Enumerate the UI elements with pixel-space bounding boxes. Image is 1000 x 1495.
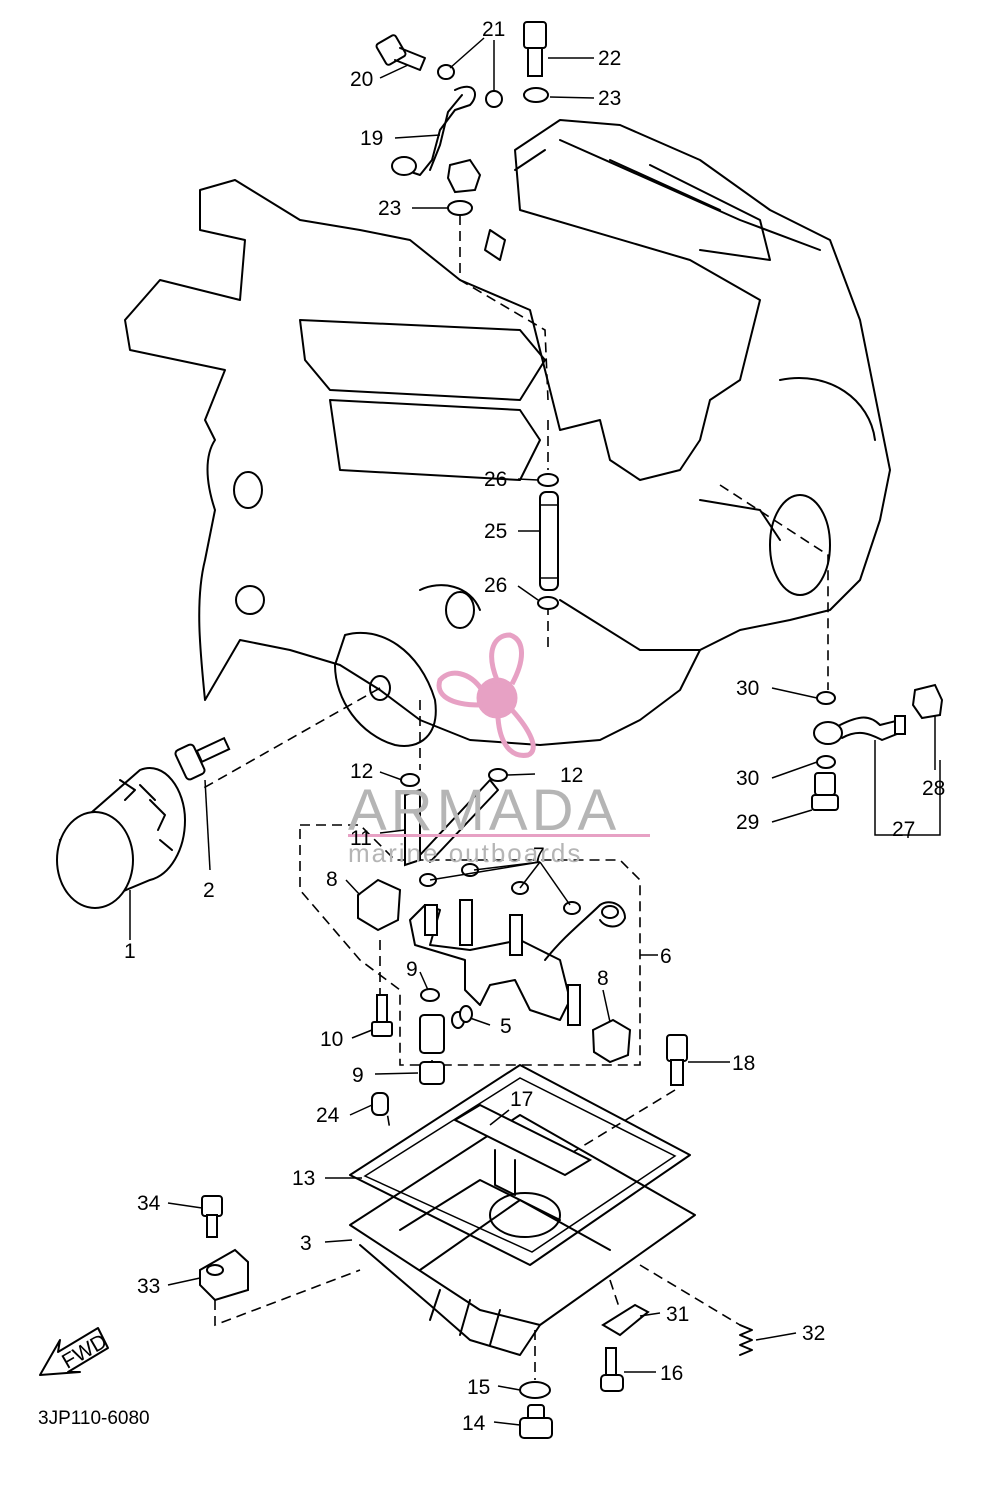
part-14-drain-plug (519, 1404, 553, 1439)
part-30-oring-top (816, 691, 836, 705)
callout-5: 5 (500, 1015, 512, 1038)
part-10-bolt (371, 994, 393, 1037)
callout-1: 1 (124, 940, 136, 963)
brand-name: ARMADA (348, 778, 620, 843)
part-28-cap (911, 683, 944, 720)
part-26-oring-bottom (537, 596, 559, 610)
callout-20: 20 (350, 68, 373, 91)
part-19-oil-pipe (391, 85, 482, 194)
callout-29: 29 (736, 811, 759, 834)
callout-11: 11 (350, 827, 372, 850)
part-18-bolt (666, 1034, 688, 1086)
part-6-oring (420, 988, 440, 1002)
callout-28: 28 (922, 777, 945, 800)
part-31-plate (601, 1303, 650, 1337)
part-8-block-left (357, 878, 402, 932)
part-29-plug (811, 772, 839, 811)
callout-24: 24 (316, 1104, 340, 1127)
part-26-oring-top (537, 473, 559, 487)
fwd-arrow: FWD (39, 1327, 111, 1376)
callout-17: 17 (510, 1088, 533, 1111)
part-1-oil-filter (56, 767, 187, 909)
callout-12-left: 12 (350, 760, 373, 783)
part-24-plug (371, 1092, 389, 1116)
callout-33: 33 (137, 1275, 160, 1298)
callout-25: 25 (484, 520, 507, 543)
part-33-bracket (199, 1248, 249, 1302)
part-32-spring (739, 1324, 753, 1356)
reference-lines (199, 215, 829, 1380)
part-17-baffle (452, 1103, 593, 1196)
engine-block (124, 119, 891, 747)
callout-8-left: 8 (326, 868, 338, 891)
callout-13: 13 (292, 1167, 315, 1190)
part-8-block-right (591, 1018, 632, 1064)
callout-8-right: 8 (597, 967, 609, 990)
callouts: 20 21 22 23 19 23 26 25 26 30 30 28 29 2… (124, 18, 945, 1435)
callout-23-mid: 23 (378, 197, 401, 220)
part-2-fitting (174, 736, 231, 781)
callout-30-top: 30 (736, 677, 759, 700)
callout-26-top: 26 (484, 468, 507, 491)
part-7-orings (419, 863, 581, 915)
brand-underline (348, 834, 650, 837)
callout-31: 31 (666, 1303, 689, 1326)
callout-34: 34 (137, 1192, 161, 1215)
callout-15: 15 (467, 1376, 490, 1399)
part-23-washer-top (523, 87, 549, 103)
strainer-body (419, 1014, 445, 1054)
callout-10: 10 (320, 1028, 343, 1051)
callout-12-right: 12 (560, 764, 583, 787)
part-5-orings (451, 1005, 473, 1029)
diagram-code: 3JP110-6080 (38, 1408, 150, 1429)
callout-2: 2 (203, 879, 215, 902)
callout-4: 6 (660, 945, 672, 968)
callout-18: 18 (732, 1052, 755, 1075)
callout-19: 19 (360, 127, 383, 150)
callout-7: 7 (533, 844, 545, 867)
callout-22: 22 (598, 47, 621, 70)
part-30-oring-bottom (816, 755, 836, 769)
part-4-strainer (409, 899, 626, 1026)
callout-30-bottom: 30 (736, 767, 759, 790)
callout-9-label: 9 (352, 1064, 364, 1087)
part-20-bolt (375, 34, 426, 71)
part-11-pipe (404, 779, 499, 867)
part-34-bolt (201, 1195, 223, 1238)
callout-26-bottom: 26 (484, 574, 507, 597)
callout-23-top: 23 (598, 87, 621, 110)
part-22-bolt (523, 21, 547, 77)
part-25-pipe (539, 491, 559, 591)
callout-21: 21 (482, 18, 505, 41)
part-16-bolt (600, 1347, 624, 1392)
part-27-hose (813, 715, 906, 745)
armada-watermark: ARMADA marine outboards (348, 632, 650, 868)
callout-6: 9 (406, 958, 418, 981)
callout-3: 3 (300, 1232, 312, 1255)
callout-27: 27 (892, 818, 915, 841)
callout-32: 32 (802, 1322, 825, 1345)
leader-lines (129, 37, 941, 1426)
brand-tagline: marine outboards (348, 838, 582, 868)
part-15-washer (519, 1381, 551, 1399)
propeller-logo (436, 632, 536, 758)
part-9-cap (419, 1061, 445, 1085)
part-23-washer-mid (447, 200, 473, 216)
callout-14: 14 (462, 1412, 486, 1435)
callout-16: 16 (660, 1362, 683, 1385)
